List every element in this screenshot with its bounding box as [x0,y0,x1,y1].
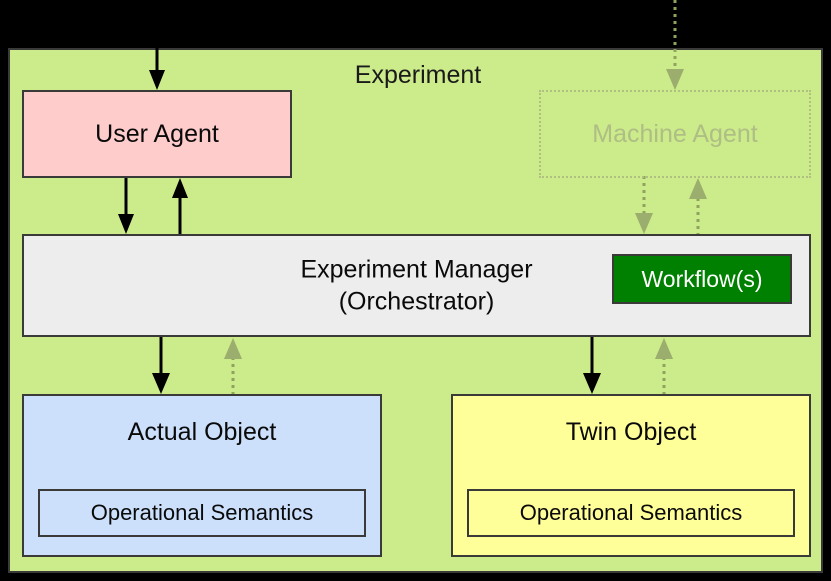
experiment-manager-box[interactable]: Experiment Manager (Orchestrator) Workfl… [22,234,811,337]
user-agent-box[interactable]: User Agent [22,90,292,178]
twin-object-operational-semantics[interactable]: Operational Semantics [467,489,795,537]
twin-object-label: Twin Object [565,418,697,446]
actual-object-label: Actual Object [127,418,277,446]
machine-agent-box[interactable]: Machine Agent [539,90,811,178]
actual-object-box[interactable]: Actual Object Operational Semantics [22,394,382,557]
experiment-manager-label: Experiment Manager (Orchestrator) [300,255,533,316]
workflow-badge[interactable]: Workflow(s) [612,254,792,304]
user-agent-label: User Agent [95,119,219,148]
page-title: Experiment [354,61,482,89]
actual-object-operational-semantics[interactable]: Operational Semantics [38,489,366,537]
machine-agent-label: Machine Agent [592,119,758,148]
twin-object-box[interactable]: Twin Object Operational Semantics [451,394,811,557]
